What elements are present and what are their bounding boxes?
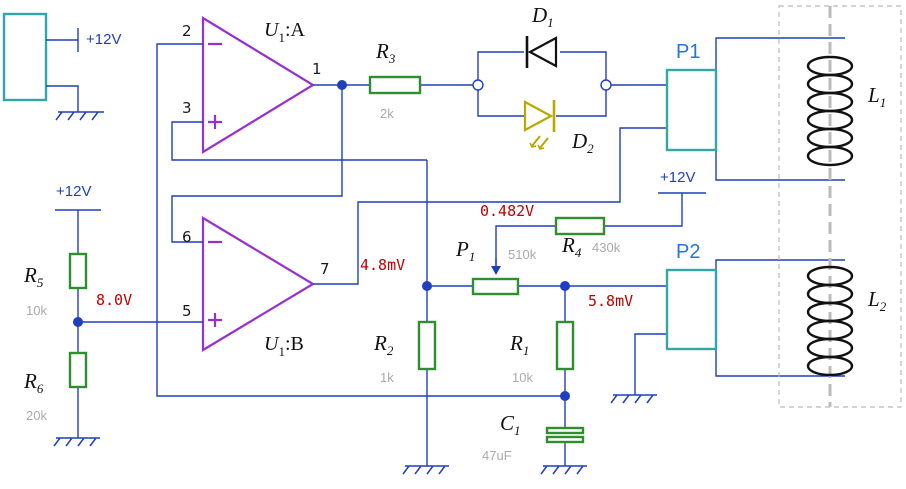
coils	[778, 5, 902, 408]
junctions	[73, 79, 612, 401]
l1-label: L1	[867, 83, 886, 110]
u1b-label: U1:B	[264, 333, 304, 359]
opamp-u1b	[201, 216, 316, 352]
relay-p2	[665, 268, 718, 351]
p1-pot-value: 510k	[508, 247, 537, 262]
d2-label: D2	[571, 129, 594, 156]
voltage-node-7: 4.8mV	[360, 256, 405, 274]
r2-value: 1k	[380, 370, 394, 385]
power-rails	[55, 192, 706, 211]
resistors	[68, 75, 606, 389]
r5-value: 10k	[26, 303, 47, 318]
r3-label: R3	[375, 39, 396, 66]
r6-label: R6	[23, 369, 44, 396]
relay-p2-label: P2	[676, 241, 700, 263]
u1a-label: U1:A	[264, 19, 306, 45]
coil-l2	[806, 265, 854, 377]
capacitor-c1	[545, 426, 585, 444]
diode-d1	[525, 36, 558, 68]
pin-7-label: 7	[320, 260, 330, 278]
relay-p1	[665, 68, 718, 152]
coil-l1	[806, 55, 854, 167]
c1-value: 47uF	[482, 448, 512, 463]
r4-value: 430k	[592, 240, 621, 255]
voltage-wiper: 0.482V	[480, 202, 534, 220]
pin-3-label: 3	[182, 99, 192, 117]
wiring	[77, 37, 845, 466]
r2-label: R2	[373, 331, 394, 358]
r5-label: R5	[23, 263, 44, 290]
relay-p1-label: P1	[676, 41, 700, 63]
grounds	[53, 394, 657, 475]
pin-2-label: 2	[182, 22, 192, 40]
pin-5-label: 5	[182, 302, 192, 320]
d1-label: D1	[531, 3, 554, 30]
r4-label: R4	[561, 233, 582, 260]
led-d2	[523, 100, 556, 150]
l2-label: L2	[867, 287, 887, 314]
r6-value: 20k	[26, 408, 47, 423]
source-block	[2, 12, 104, 121]
voltage-r1-node: 5.8mV	[588, 292, 633, 310]
pin-1-label: 1	[312, 60, 322, 78]
r1-label: R1	[509, 331, 529, 358]
opamp-u1a	[201, 16, 316, 154]
supply-label-p1: +12V	[660, 169, 695, 186]
p1-pot-label: P1	[455, 237, 475, 264]
supply-label-top-left: +12V	[86, 31, 121, 48]
supply-label-divider: +12V	[56, 183, 91, 200]
pin-6-label: 6	[182, 228, 192, 246]
r3-value: 2k	[380, 106, 394, 121]
r1-value: 10k	[512, 370, 533, 385]
c1-label: C1	[500, 411, 521, 438]
voltage-node-5: 8.0V	[96, 291, 132, 309]
